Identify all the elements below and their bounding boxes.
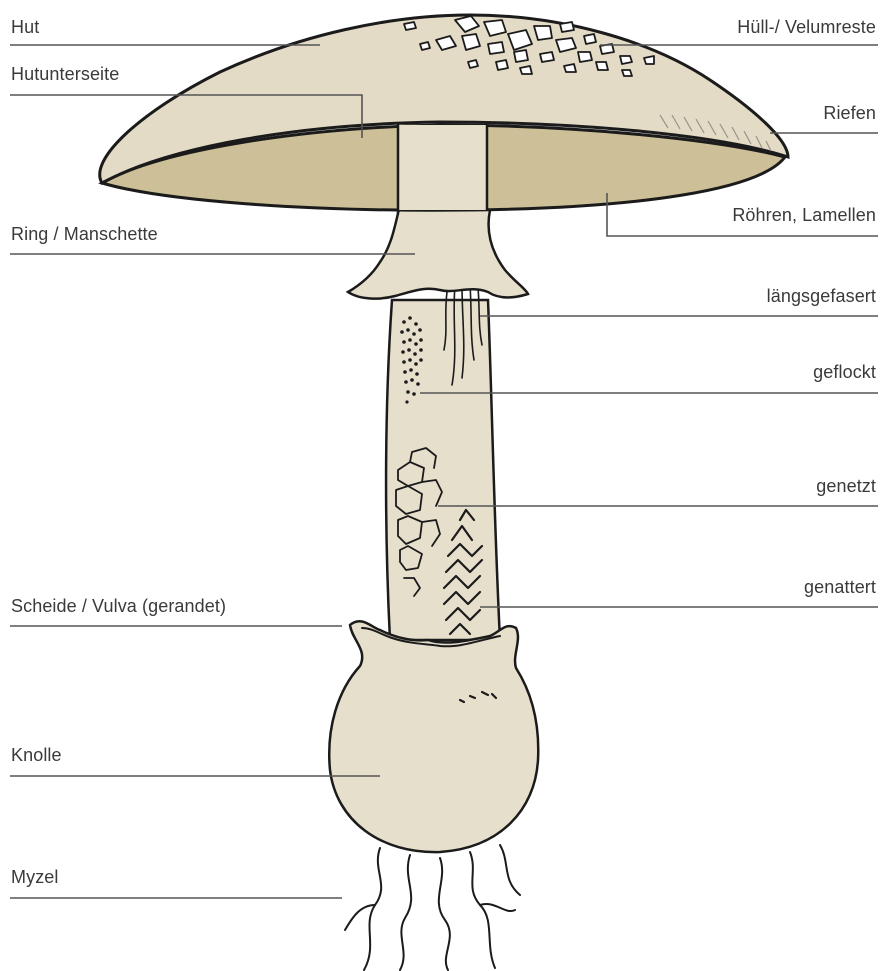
- volva-bulb: [329, 621, 538, 852]
- ring: [348, 199, 528, 298]
- label-knolle: Knolle: [11, 745, 62, 766]
- label-hut: Hut: [11, 17, 39, 38]
- label-myzel: Myzel: [11, 867, 59, 888]
- label-lamellen: Röhren, Lamellen: [732, 205, 876, 226]
- stem-top: [398, 125, 487, 210]
- label-riefen: Riefen: [823, 103, 876, 124]
- label-genattert: genattert: [804, 577, 876, 598]
- myzel-roots: [345, 845, 520, 970]
- label-laengsgefasert: längsgefasert: [767, 286, 876, 307]
- label-geflockt: geflockt: [813, 362, 876, 383]
- label-scheide: Scheide / Vulva (gerandet): [11, 596, 226, 617]
- label-hutunterseite: Hutunterseite: [11, 64, 119, 85]
- label-velumreste: Hüll-/ Velumreste: [737, 17, 876, 38]
- label-ring: Ring / Manschette: [11, 224, 158, 245]
- label-genetzt: genetzt: [816, 476, 876, 497]
